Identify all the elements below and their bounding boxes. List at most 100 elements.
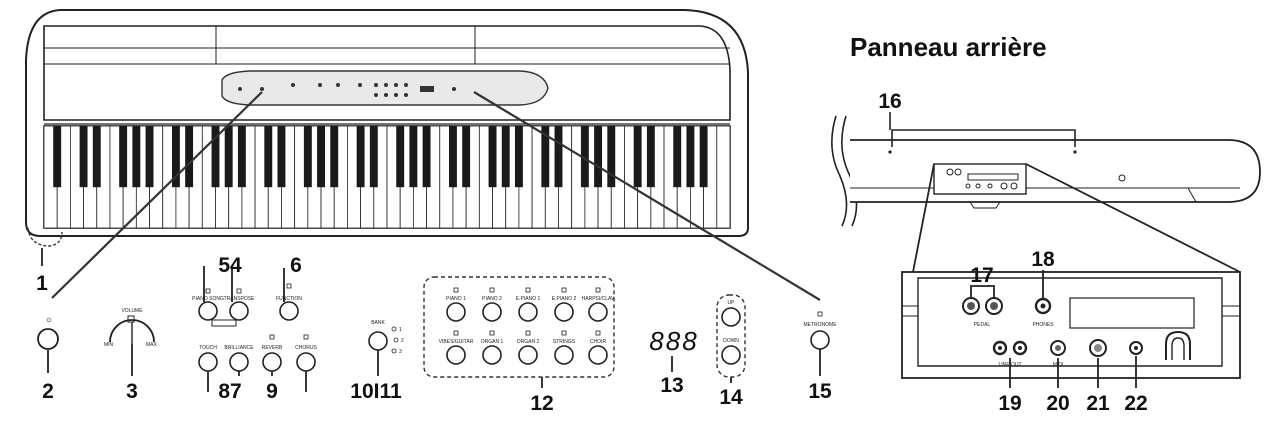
black-key[interactable] <box>541 126 550 188</box>
black-key[interactable] <box>396 126 405 188</box>
up-button[interactable] <box>721 307 741 327</box>
callout-13: 13 <box>660 374 683 397</box>
sound-button[interactable] <box>518 302 538 322</box>
black-key[interactable] <box>554 126 563 188</box>
sound-button[interactable] <box>518 345 538 365</box>
black-key[interactable] <box>79 126 88 188</box>
black-key[interactable] <box>409 126 418 188</box>
bank-3-label: 3 <box>399 349 402 355</box>
black-key[interactable] <box>501 126 510 188</box>
volume-min-label: MIN <box>104 342 114 348</box>
transpose-button[interactable] <box>229 301 249 321</box>
sound-led <box>525 287 531 293</box>
sound-led <box>595 287 601 293</box>
black-key[interactable] <box>277 126 286 188</box>
callout-numbers: 1 2 3 54 6 87 9 10I11 12 13 14 15 16 17 … <box>36 90 1148 415</box>
black-key[interactable] <box>224 126 233 188</box>
black-key[interactable] <box>514 126 523 188</box>
reverb-button[interactable] <box>262 352 282 372</box>
pedal-label: PEDAL <box>974 322 991 328</box>
sound-led <box>561 330 567 336</box>
sound-led <box>453 330 459 336</box>
function-button[interactable] <box>279 301 299 321</box>
black-key[interactable] <box>449 126 457 188</box>
black-key[interactable] <box>369 126 378 188</box>
black-key[interactable] <box>119 126 128 188</box>
black-key[interactable] <box>264 126 273 188</box>
front-panel: ⏻ VOLUME MIN MAX PIANO SONG TRANSPOSE FU… <box>37 266 837 392</box>
callout-21: 21 <box>1086 392 1110 415</box>
rear-leader-lines <box>970 270 1137 388</box>
sound-button[interactable] <box>588 302 608 322</box>
black-key[interactable] <box>185 126 194 188</box>
keyboard <box>43 125 731 229</box>
callout-17: 17 <box>970 264 993 287</box>
black-key[interactable] <box>317 126 325 188</box>
callout-18: 18 <box>1031 248 1055 271</box>
sound-led <box>525 330 531 336</box>
black-key[interactable] <box>237 126 246 188</box>
rear-panel-title: Panneau arrière <box>850 32 1047 62</box>
callout-15: 15 <box>808 380 832 403</box>
black-key[interactable] <box>303 126 312 188</box>
piano-song-label: PIANO SONG <box>192 296 224 302</box>
callout-14: 14 <box>719 386 743 409</box>
touch-button[interactable] <box>198 352 218 372</box>
volume-label: VOLUME <box>121 308 143 314</box>
sound-button[interactable] <box>482 345 502 365</box>
black-key[interactable] <box>145 126 154 188</box>
sound-led <box>489 287 495 293</box>
black-key[interactable] <box>132 126 141 188</box>
sound-button[interactable] <box>446 302 466 322</box>
black-key[interactable] <box>633 126 642 188</box>
zoom-line-right <box>473 91 821 301</box>
black-key[interactable] <box>53 126 62 188</box>
phones-label: PHONES <box>1032 322 1054 328</box>
bank-button[interactable] <box>368 331 388 351</box>
black-key[interactable] <box>211 126 220 188</box>
black-key[interactable] <box>699 126 708 188</box>
sound-button[interactable] <box>554 302 574 322</box>
sound-button[interactable] <box>446 345 466 365</box>
black-key[interactable] <box>646 126 655 188</box>
black-key[interactable] <box>686 126 695 188</box>
power-button[interactable] <box>37 328 59 350</box>
black-key[interactable] <box>356 126 365 188</box>
bank-label: BANK <box>371 320 385 326</box>
black-key[interactable] <box>171 126 180 188</box>
zoom-line-left <box>51 91 263 299</box>
sound-button[interactable] <box>554 345 574 365</box>
black-key[interactable] <box>580 126 589 188</box>
black-key[interactable] <box>607 126 616 188</box>
black-key[interactable] <box>673 126 682 188</box>
black-key[interactable] <box>422 126 431 188</box>
black-key[interactable] <box>594 126 603 188</box>
sound-buttons-frame <box>423 276 615 378</box>
brilliance-button[interactable] <box>229 352 249 372</box>
reverb-label: REVERB <box>262 345 283 351</box>
metronome-button[interactable] <box>810 330 830 350</box>
callout-16: 16 <box>878 90 901 113</box>
black-key[interactable] <box>92 126 101 188</box>
volume-knob[interactable] <box>109 319 155 343</box>
black-key[interactable] <box>330 126 339 188</box>
sound-led <box>489 330 495 336</box>
sound-button[interactable] <box>482 302 502 322</box>
rear-view <box>831 112 1261 379</box>
chorus-button[interactable] <box>296 352 316 372</box>
led-display: 888 <box>649 326 698 356</box>
black-key[interactable] <box>462 126 471 188</box>
down-button[interactable] <box>721 345 741 365</box>
sound-led <box>561 287 567 293</box>
callout-10-11: 10I11 <box>350 380 402 403</box>
touch-label: TOUCH <box>199 345 217 351</box>
sound-button[interactable] <box>588 345 608 365</box>
cable-hook <box>1165 330 1191 360</box>
rear-connectors <box>962 297 1191 360</box>
piano-body <box>25 9 749 237</box>
piano-song-button[interactable] <box>198 301 218 321</box>
white-key[interactable] <box>716 125 731 229</box>
black-key[interactable] <box>488 126 497 188</box>
front-leader-lines <box>41 248 821 388</box>
